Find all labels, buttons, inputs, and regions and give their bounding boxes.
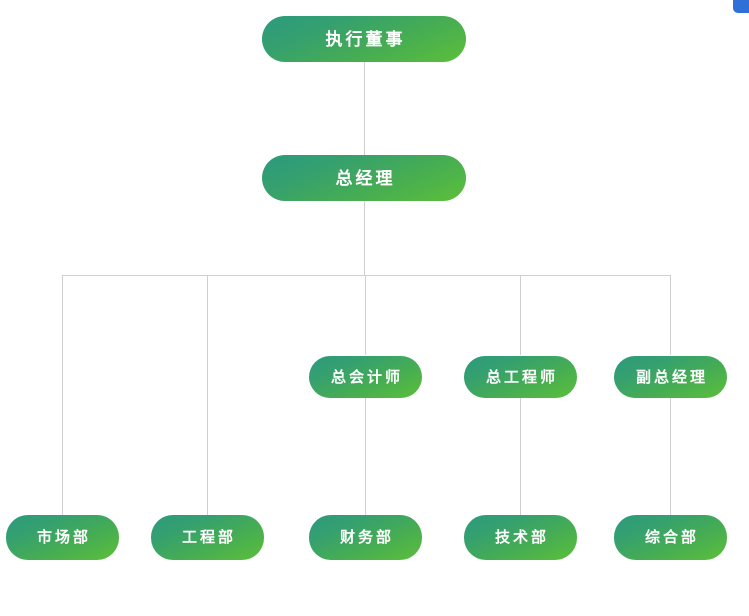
connector-bus-to-marketing-department bbox=[62, 275, 63, 515]
node-general-manager[interactable]: 总经理 bbox=[262, 155, 466, 201]
connector-bus-to-chief-engineer bbox=[520, 275, 521, 355]
connector-general-manager-to-bus bbox=[364, 200, 365, 276]
connector-executive-director-to-general-manager bbox=[364, 60, 365, 155]
node-chief-engineer[interactable]: 总工程师 bbox=[464, 356, 577, 398]
node-technology-department[interactable]: 技术部 bbox=[464, 515, 577, 560]
connector-horizontal-bus bbox=[62, 275, 671, 276]
node-marketing-department-label: 市场部 bbox=[36, 529, 91, 546]
connector-chief-accountant-to-finance-department bbox=[365, 397, 366, 515]
node-finance-department-label: 财务部 bbox=[339, 529, 394, 546]
node-general-manager-label: 总经理 bbox=[335, 168, 396, 188]
node-finance-department[interactable]: 财务部 bbox=[309, 515, 422, 560]
node-engineering-department[interactable]: 工程部 bbox=[151, 515, 264, 560]
node-executive-director[interactable]: 执行董事 bbox=[262, 16, 466, 62]
node-chief-accountant[interactable]: 总会计师 bbox=[309, 356, 422, 398]
node-general-affairs-department[interactable]: 综合部 bbox=[614, 515, 727, 560]
connector-bus-to-engineering-department bbox=[207, 275, 208, 515]
connector-bus-to-deputy-general-manager bbox=[670, 275, 671, 355]
node-chief-accountant-label: 总会计师 bbox=[330, 368, 403, 386]
node-engineering-department-label: 工程部 bbox=[181, 529, 236, 546]
node-marketing-department[interactable]: 市场部 bbox=[6, 515, 119, 560]
node-technology-department-label: 技术部 bbox=[494, 529, 549, 546]
node-deputy-general-manager[interactable]: 副总经理 bbox=[614, 356, 727, 398]
connector-chief-engineer-to-technology-department bbox=[520, 397, 521, 515]
node-general-affairs-department-label: 综合部 bbox=[644, 529, 699, 546]
corner-badge-icon[interactable] bbox=[733, 0, 749, 13]
connector-deputy-general-manager-to-general-affairs-department bbox=[670, 397, 671, 515]
node-chief-engineer-label: 总工程师 bbox=[485, 368, 558, 386]
node-executive-director-label: 执行董事 bbox=[325, 29, 406, 49]
connector-bus-to-chief-accountant bbox=[365, 275, 366, 355]
node-deputy-general-manager-label: 副总经理 bbox=[635, 368, 708, 386]
